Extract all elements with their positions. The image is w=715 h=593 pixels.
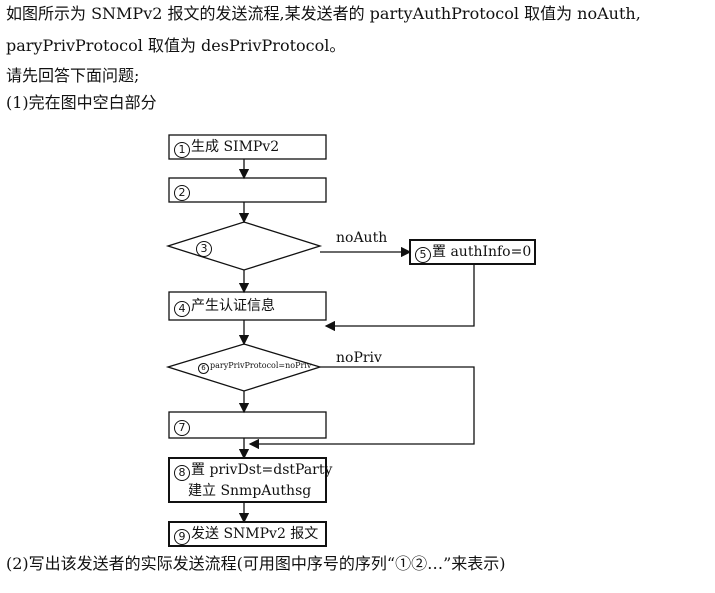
circled-number-icon: 8	[174, 465, 190, 481]
step-3-decision	[165, 221, 323, 271]
step-7-box	[168, 411, 327, 439]
step-3-label: 3	[196, 238, 213, 257]
intro-line-1: 如图所示为 SNMPv2 报文的发送流程,某发送者的 partyAuthProt…	[6, 4, 641, 23]
step-1-box	[168, 134, 327, 160]
circled-number-icon: 6	[198, 363, 209, 374]
intro-line-2: paryPrivProtocol 取值为 desPrivProtocol。	[6, 36, 346, 55]
circled-number-icon: 7	[174, 420, 190, 436]
circled-number-icon: 9	[174, 529, 190, 545]
circled-number-icon: 2	[174, 185, 190, 201]
edge-nopriv-label: noPriv	[336, 350, 382, 366]
circled-number-icon: 5	[415, 247, 431, 263]
step-7-label: 7	[174, 417, 191, 436]
circled-number-icon: 1	[174, 142, 190, 158]
question-1: (1)完在图中空白部分	[6, 93, 157, 112]
step-8-label-line2: 建立 SnmpAuthsg	[188, 483, 312, 499]
step-2-box	[168, 177, 327, 203]
edge-noauth-label: noAuth	[336, 230, 388, 246]
intro-line-3: 请先回答下面问题;	[6, 66, 140, 85]
step-2-label: 2	[174, 182, 191, 201]
question-2: (2)写出该发送者的实际发送流程(可用图中序号的序列“①②…”来表示)	[6, 554, 506, 573]
circled-number-icon: 3	[196, 241, 212, 257]
circled-number-icon: 4	[174, 301, 190, 317]
